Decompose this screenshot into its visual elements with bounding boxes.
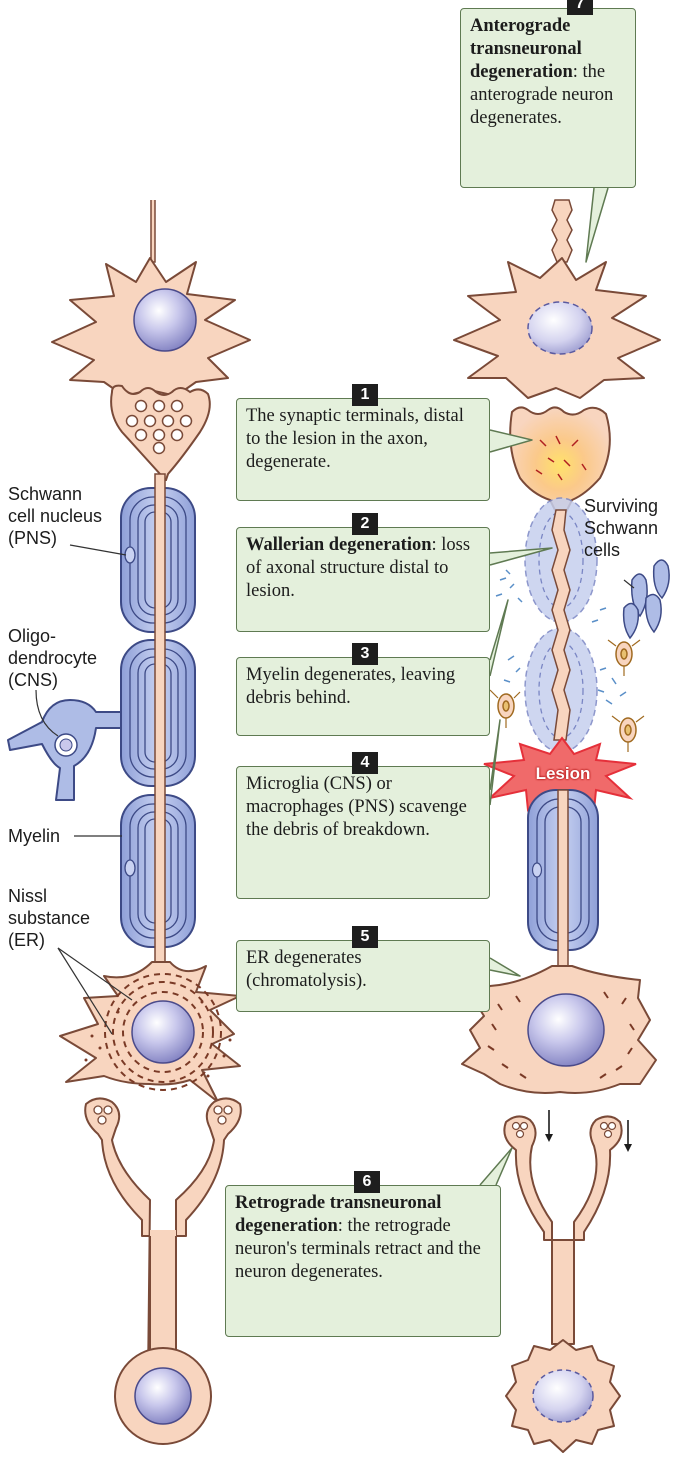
label-line: Schwann	[584, 518, 659, 538]
lesion-label: Lesion	[535, 764, 591, 783]
label-line: Oligo-	[8, 626, 57, 646]
callout-1: The synaptic terminals, distal to the le…	[236, 398, 490, 501]
microglia-cells	[497, 641, 637, 743]
callout-7-text: : the anterograde neuron degenerates.	[470, 62, 614, 128]
proximal-axon	[557, 789, 569, 971]
callout-4-text: Microglia (CNS) or macrophages (PNS) sca…	[246, 774, 467, 840]
surviving-schwann-cells	[622, 559, 670, 640]
bottom-left-nucleus	[134, 1367, 192, 1425]
callout-2-bold: Wallerian degeneration	[246, 535, 432, 555]
proximal-schwann-nucleus	[531, 862, 543, 878]
surviving-schwann-label: Surviving Schwann cells	[584, 495, 658, 561]
callout-5: ER degenerates (chromatolysis).	[236, 940, 490, 1012]
microglia-processes	[489, 639, 645, 752]
label-line: substance	[8, 908, 91, 928]
left-neuron	[7, 200, 251, 1445]
callout-2: Wallerian degeneration: loss of axonal s…	[236, 527, 490, 632]
right-neuron	[453, 199, 670, 1453]
label-line: Surviving	[584, 496, 659, 516]
callout-7: Anterograde transneuronal degeneration: …	[460, 8, 636, 188]
callout-2-text: : loss of axonal structure distal to les…	[246, 535, 471, 601]
callout-6-badge: 6	[354, 1171, 380, 1193]
callout-6-text: : the retrograde neuron's terminals retr…	[235, 1216, 481, 1282]
degenerating-axon	[551, 509, 571, 741]
myelin-debris	[495, 569, 627, 705]
label-line: cells	[584, 540, 621, 560]
label-line: (PNS)	[8, 528, 57, 548]
schwann-nucleus-label: Schwann cell nucleus (PNS)	[8, 483, 102, 549]
callout-1-text: The synaptic terminals, distal to the le…	[246, 406, 464, 472]
synaptic-vesicles	[125, 399, 193, 455]
callout-7-bold: Anterograde transneuronal degeneration	[470, 16, 582, 82]
callout-tails	[479, 187, 609, 1186]
label-line: Schwann	[8, 484, 83, 504]
callout-4: Microglia (CNS) or macrophages (PNS) sca…	[236, 766, 490, 899]
myelin-label: Myelin	[8, 826, 61, 846]
chromatolysis-dashes	[487, 991, 635, 1079]
callout-3-text: Myelin degenerates, leaving debris behin…	[246, 665, 456, 708]
top-neuron-nucleus	[133, 288, 197, 352]
nissl-substance	[104, 973, 222, 1091]
retracting-terminals	[503, 1115, 623, 1345]
label-line: cell nucleus	[8, 506, 103, 526]
oligodendrocyte-label: Oligo- dendrocyte (CNS)	[8, 625, 97, 691]
anterograde-process	[551, 199, 573, 263]
anterograde-nucleus	[527, 301, 593, 355]
callout-3: Myelin degenerates, leaving debris behin…	[236, 657, 490, 736]
callout-6-bold: Retrograde transneuronal degeneration	[235, 1193, 442, 1236]
callout-3-badge: 3	[352, 643, 378, 665]
callout-7-badge: 7	[567, 0, 593, 15]
top-neuron-process	[150, 200, 156, 263]
callout-4-badge: 4	[352, 752, 378, 774]
callout-5-badge: 5	[352, 926, 378, 948]
left-lower-terminals	[84, 1097, 242, 1384]
terminal-debris	[535, 435, 587, 481]
bottom-right-nucleus	[532, 1369, 594, 1423]
leader-lines	[35, 544, 635, 1035]
displaced-nucleus	[527, 993, 605, 1067]
oligodendrocyte-cell	[7, 699, 122, 801]
label-line: dendrocyte	[8, 648, 98, 668]
retraction-arrows	[545, 1110, 632, 1152]
nissl-label: Nissl substance (ER)	[8, 885, 90, 951]
callout-6: Retrograde transneuronal degeneration: t…	[225, 1185, 501, 1337]
label-line: Nissl	[8, 886, 47, 906]
callout-1-badge: 1	[352, 384, 378, 406]
callout-5-text: ER degenerates (chromatolysis).	[246, 948, 367, 991]
label-line: (CNS)	[8, 670, 58, 690]
callout-2-badge: 2	[352, 513, 378, 535]
left-axon	[154, 473, 166, 971]
nissl-dots	[84, 1000, 232, 1078]
label-line: (ER)	[8, 930, 45, 950]
left-cell-nucleus	[131, 1000, 195, 1064]
degenerating-terminal	[509, 406, 611, 513]
